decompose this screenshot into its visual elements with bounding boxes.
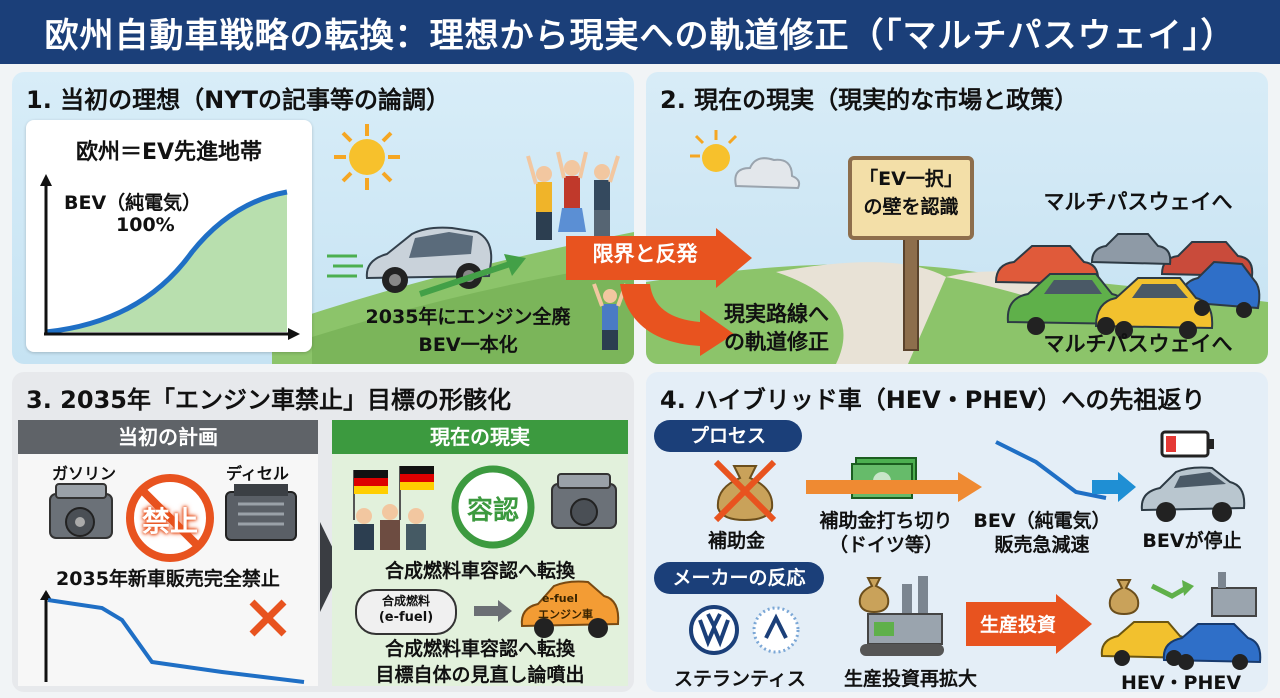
panel1-title: 1. 当初の理想（NYTの記事等の論調）: [26, 86, 451, 114]
approve-stamp-icon: [451, 465, 535, 549]
engine-icon: [551, 473, 617, 529]
production-investment-arrow: [966, 594, 1092, 654]
arrow-right-icon: [474, 600, 512, 622]
panel-engine-ban-target: 3. 2035年「エンジン車禁止」目標の形骸化 当初の計画 ガソリン ディセル …: [12, 372, 634, 692]
factory-investment-icon: [858, 576, 944, 656]
plan-caption: 2035年新車販売完全禁止: [56, 568, 280, 590]
course-correction-arrow: [620, 284, 734, 356]
multiple-cars-icon: [994, 233, 1261, 339]
declining-trend-line: [995, 440, 1107, 500]
blue-right-arrow: [1092, 472, 1136, 502]
panel4-title: 4. ハイブリッド車（HEV・PHEV）への先祖返り: [660, 386, 1206, 414]
stellantis-logo-icon: [752, 606, 800, 654]
bottom-text-approve: 合成燃料車容認へ転換: [384, 638, 575, 660]
sign-text-wall: の壁を認識: [863, 196, 959, 218]
caption-bev-only: BEV一本化: [418, 334, 518, 356]
green-uphill-arrow: [419, 254, 526, 297]
multipathway-label-bottom: マルチパスウェイへ: [1043, 332, 1233, 356]
approve-stamp-text: 容認: [466, 496, 519, 526]
hybrid-cars-icon: [1100, 621, 1262, 670]
panel3-title: 3. 2035年「エンジン車禁止」目標の形骸化: [26, 386, 511, 414]
tank-label-1: 合成燃料: [381, 594, 430, 608]
maker-reaction-pill: メーカーの反応: [654, 562, 824, 594]
gasoline-engine-icon: [49, 483, 113, 539]
e-fuel-car-icon: [520, 580, 620, 638]
subsidy-label: 補助金: [708, 530, 766, 552]
orange-right-arrow: [806, 472, 982, 502]
limit-backlash-arrow: [566, 228, 752, 288]
panel-current-reality: 2. 現在の現実（現実的な市場と政策） 「EV一択」 の壁を認識 マルチパスウェ…: [646, 72, 1268, 364]
stellantis-label: ステランティス: [674, 668, 806, 690]
subsidy-cut-label-2: （ドイツ等）: [828, 534, 943, 556]
curve-label-bev: BEV（純電気）: [64, 192, 202, 214]
course-correction-text-1: 現実路線へ: [724, 302, 829, 326]
hev-phev-label: HEV・PHEV: [1120, 672, 1242, 692]
money-growth-factory-icon: [1108, 572, 1257, 617]
hill-illustration: [272, 232, 634, 364]
course-correction-text-2: の軌道修正: [724, 330, 829, 354]
ev-car-icon: [365, 226, 493, 293]
process-pill: プロセス: [654, 420, 802, 452]
bev-sales-label-2: 販売急減速: [994, 534, 1090, 556]
diesel-label: ディセル: [226, 464, 289, 483]
initial-plan-header: 当初の計画: [18, 420, 318, 454]
vw-logo-icon: [689, 605, 739, 655]
multipathway-label-top: マルチパスウェイへ: [1043, 190, 1233, 214]
signpost-icon: [848, 156, 974, 351]
declining-line-chart: [40, 590, 305, 684]
chevron-right-icon: [320, 522, 342, 612]
approve-caption: 合成燃料車容認へ転換: [384, 560, 575, 582]
cheering-person-icon: [592, 283, 628, 350]
bev-sales-label-1: BEV（純電気）: [973, 510, 1111, 532]
caption-engine-ban: 2035年にエンジン全廃: [365, 306, 571, 328]
car-label-2: エンジン車: [538, 608, 593, 621]
production-investment-label: 生産投資: [979, 614, 1056, 636]
ban-stamp-text: 禁止: [141, 505, 198, 538]
sign-text-ev-only: 「EV一択」: [859, 168, 963, 190]
e-fuel-tank-icon: [355, 589, 457, 635]
page-title: 欧州自動車戦略の転換：理想から現実への軌道修正（「マルチパスウェイ」）: [0, 0, 1280, 64]
bottom-text-review: 目標自体の見直し論噴出: [375, 664, 585, 686]
box-heading: 欧州＝EV先進地帯: [75, 140, 263, 165]
current-reality-header: 現在の現実: [332, 420, 628, 454]
stopped-bev-car-icon: [1140, 466, 1246, 522]
arrow-label-limit-backlash: 限界と反発: [592, 242, 698, 266]
bev-stop-label: BEVが停止: [1142, 530, 1242, 552]
german-flags-people-icon: [353, 466, 434, 550]
tank-label-2: (e-fuel): [378, 610, 434, 625]
sun-icon: [334, 124, 400, 190]
sun-cloud-icon: [690, 130, 801, 190]
panel2-title: 2. 現在の現実（現実的な市場と政策）: [660, 86, 1079, 114]
panel-hybrid-reversion: 4. ハイブリッド車（HEV・PHEV）への先祖返り プロセス 補助金 補助金打…: [646, 372, 1268, 692]
battery-low-icon: [1160, 430, 1214, 458]
diesel-engine-icon: [225, 484, 297, 541]
panel-initial-ideal: 1. 当初の理想（NYTの記事等の論調） 欧州＝EV先進地帯 BEV（純電気） …: [12, 72, 634, 364]
bev-growth-curve: [40, 174, 300, 340]
car-label-1: e-fuel: [542, 592, 578, 605]
red-x-icon: [249, 599, 287, 637]
cheering-people-icon: [526, 151, 620, 240]
gasoline-label: ガソリン: [52, 464, 117, 483]
ban-stamp-icon: [126, 474, 214, 562]
investment-expand-label: 生産投資再拡大: [844, 668, 978, 690]
curve-label-percent: 100%: [116, 214, 175, 236]
money-bag-crossed-icon: [713, 459, 777, 523]
speed-lines: [327, 254, 363, 278]
subsidy-cut-label-1: 補助金打ち切り: [819, 510, 953, 532]
